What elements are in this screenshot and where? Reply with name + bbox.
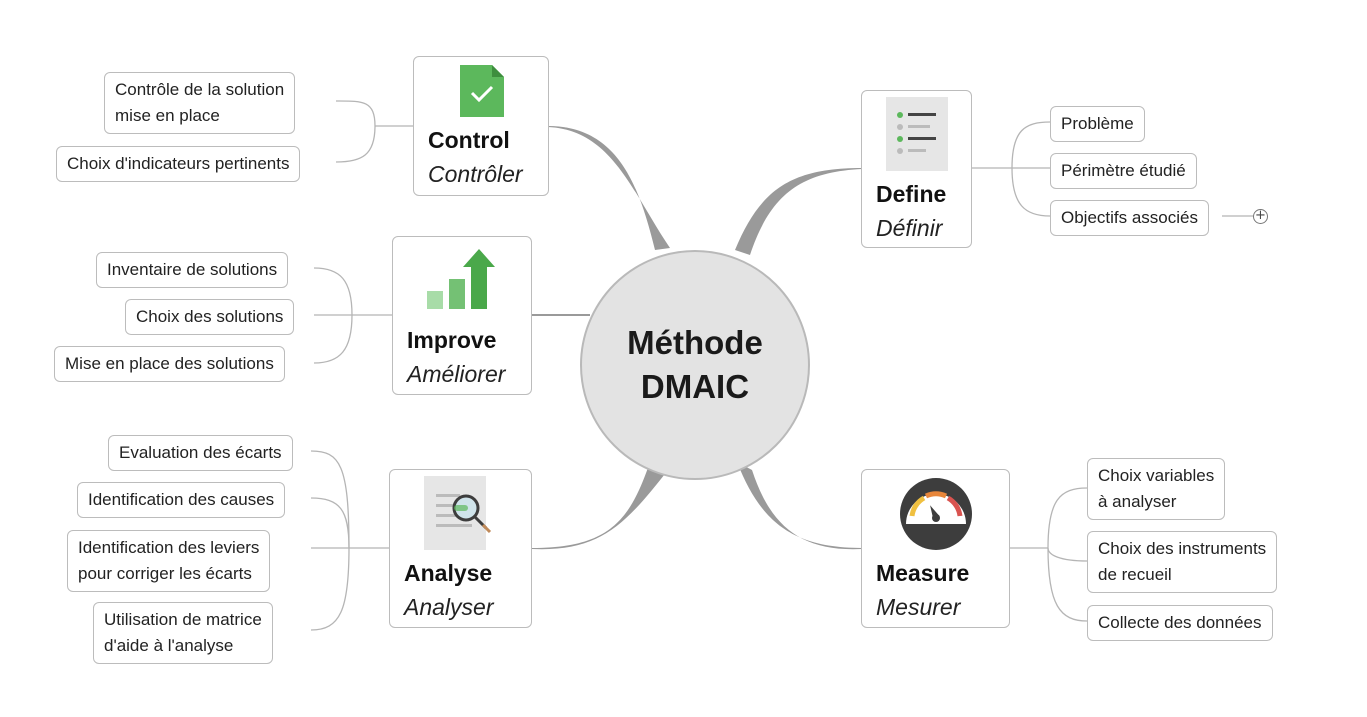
branch-analyse[interactable]: Analyse Analyser [389, 469, 532, 628]
measure-item-line1: Choix des instruments [1098, 539, 1267, 558]
define-item[interactable]: Périmètre étudié [1050, 153, 1197, 189]
control-item-line1: Contrôle de la solution [115, 80, 285, 99]
define-item[interactable]: Objectifs associés [1050, 200, 1209, 236]
analyse-item[interactable]: Identification des causes [77, 482, 286, 518]
checklist-icon [886, 97, 948, 171]
branch-define-title: Define [876, 181, 947, 207]
branch-measure-subtitle: Mesurer [876, 594, 961, 620]
branch-improve-title: Improve [407, 327, 497, 353]
gauge-icon [900, 478, 972, 550]
branch-improve[interactable]: Improve Améliorer [392, 236, 532, 395]
branch-control-subtitle: Contrôler [428, 161, 523, 187]
control-item[interactable]: Contrôle de la solution mise en place [104, 72, 296, 134]
branch-improve-subtitle: Améliorer [407, 361, 506, 387]
define-item[interactable]: Problème [1050, 106, 1145, 142]
control-item[interactable]: Choix d'indicateurs pertinents [56, 146, 301, 182]
analyse-item-line1: Identification des leviers [78, 538, 260, 557]
branch-analyse-subtitle: Analyser [404, 594, 494, 620]
validated-document-icon [460, 65, 504, 117]
central-topic-line1: Méthode [627, 324, 763, 361]
analyse-item[interactable]: Utilisation de matrice d'aide à l'analys… [93, 602, 273, 664]
improve-item[interactable]: Choix des solutions [125, 299, 295, 335]
branch-define[interactable]: Define Définir [861, 90, 972, 248]
measure-item-line1: Choix variables [1098, 466, 1215, 485]
central-topic[interactable]: Méthode DMAIC [580, 250, 810, 480]
measure-item[interactable]: Collecte des données [1087, 605, 1273, 641]
branch-define-subtitle: Définir [876, 215, 943, 241]
improve-item[interactable]: Inventaire de solutions [96, 252, 289, 288]
branch-measure[interactable]: Measure Mesurer [861, 469, 1010, 628]
analyse-item-line2: pour corriger les écarts [78, 564, 252, 583]
branch-connector-analyse [532, 462, 668, 550]
analyse-item-line1: Utilisation de matrice [104, 610, 262, 629]
analyse-item-line2: d'aide à l'analyse [104, 636, 234, 655]
measure-item-line2: à analyser [1098, 492, 1177, 511]
expand-toggle[interactable]: + [1253, 209, 1268, 224]
branch-connector-control [548, 126, 670, 250]
improve-item[interactable]: Mise en place des solutions [54, 346, 285, 382]
measure-item[interactable]: Choix des instruments de recueil [1087, 531, 1278, 593]
branch-control-title: Control [428, 127, 510, 153]
branch-connector-measure [737, 462, 862, 550]
analyse-item[interactable]: Evaluation des écarts [108, 435, 293, 471]
growth-chart-icon [427, 249, 495, 309]
measure-item-line2: de recueil [1098, 565, 1172, 584]
branch-control[interactable]: Control Contrôler [413, 56, 549, 196]
control-item-line2: mise en place [115, 106, 220, 125]
branch-connector-define [735, 168, 862, 255]
branch-analyse-title: Analyse [404, 560, 493, 586]
measure-item[interactable]: Choix variables à analyser [1087, 458, 1226, 520]
central-topic-line2: DMAIC [640, 368, 750, 405]
branch-measure-title: Measure [876, 560, 970, 586]
analyse-item[interactable]: Identification des leviers pour corriger… [67, 530, 271, 592]
magnifier-document-icon [424, 476, 492, 550]
